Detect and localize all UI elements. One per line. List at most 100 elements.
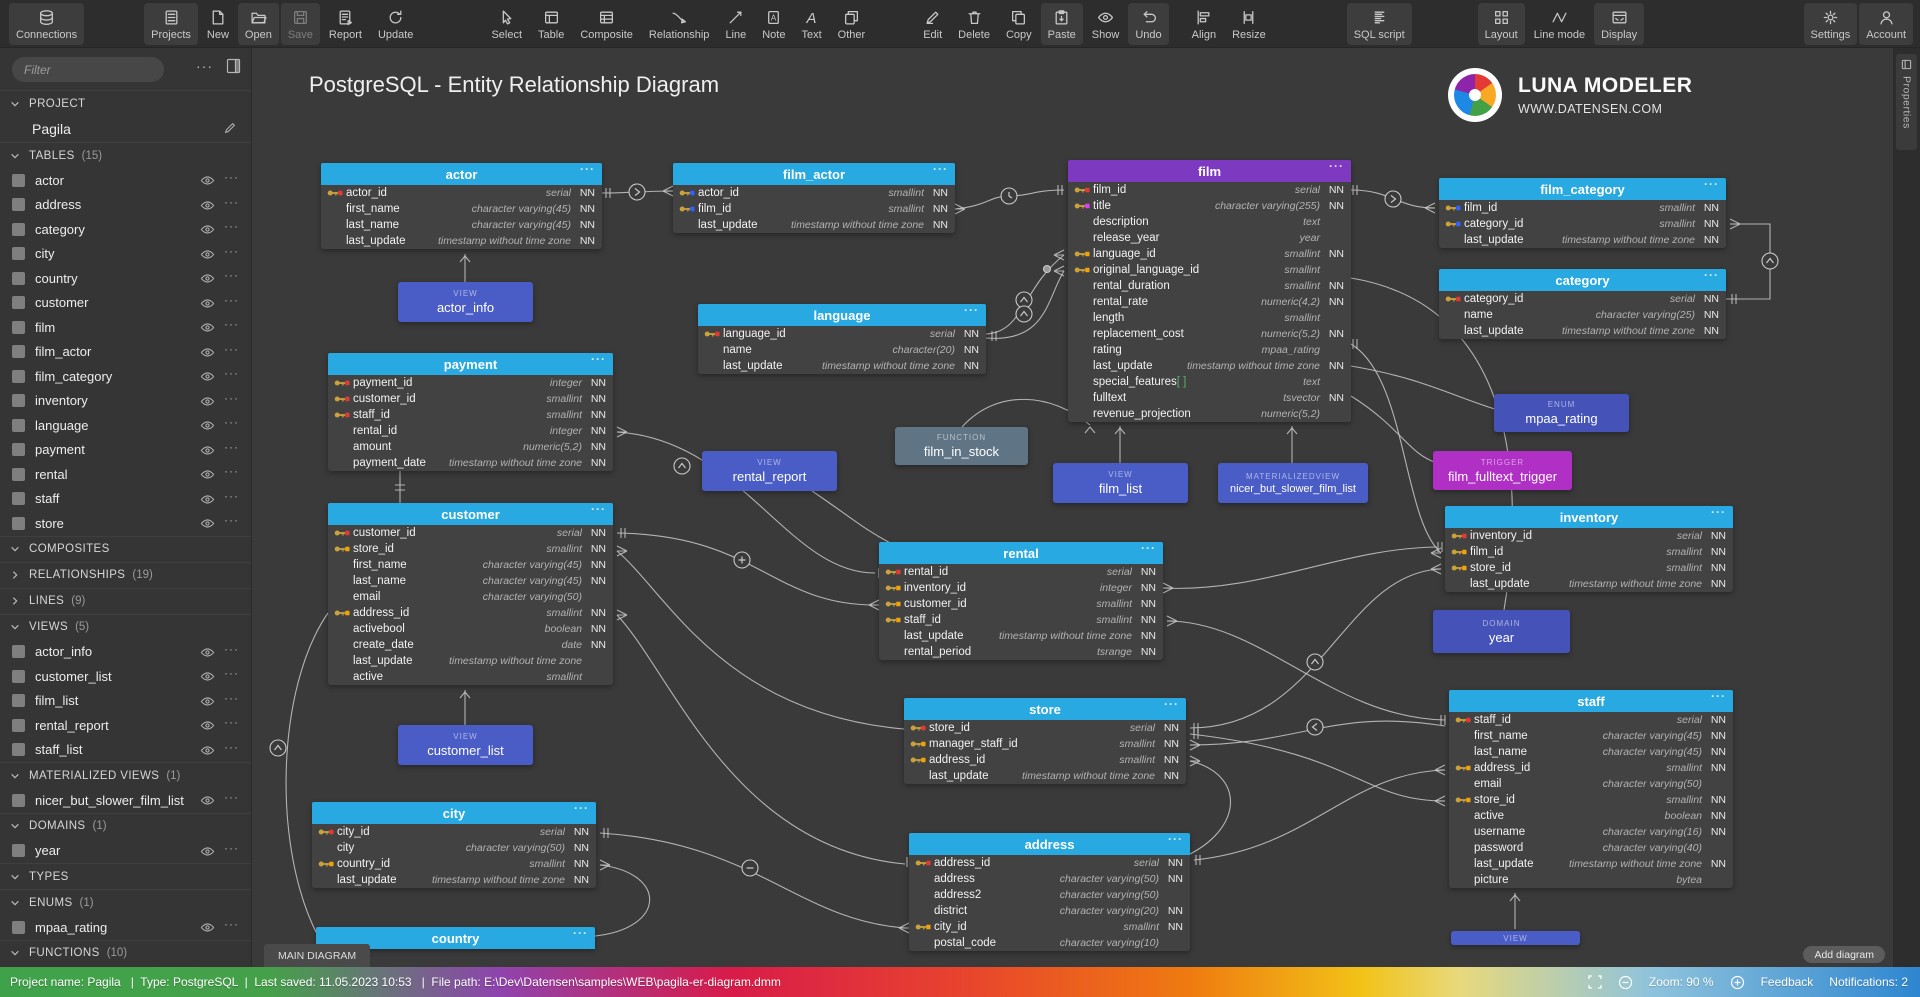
section-header[interactable]: RELATIONSHIPS(19)	[0, 563, 251, 588]
entity-menu-icon[interactable]: ···	[1164, 697, 1179, 711]
filter-menu-button[interactable]: ···	[196, 58, 213, 74]
edit-icon[interactable]	[223, 121, 237, 138]
diagram-canvas[interactable]: PostgreSQL - Entity Relationship Diagram…	[252, 48, 1893, 967]
item-menu-icon[interactable]: ···	[224, 170, 239, 184]
entity-menu-icon[interactable]: ···	[591, 352, 606, 366]
item-menu-icon[interactable]: ···	[224, 641, 239, 656]
save-button[interactable]: Save	[280, 2, 320, 45]
entity-menu-icon[interactable]: ···	[964, 303, 979, 317]
section-header[interactable]: COMPOSITES	[0, 537, 251, 562]
new-button[interactable]: New	[200, 3, 236, 45]
relationship-button[interactable]: Relationship	[642, 3, 717, 45]
projects-button[interactable]: Projects	[144, 2, 198, 45]
align-button[interactable]: Align	[1185, 3, 1223, 45]
entity-menu-icon[interactable]: ···	[580, 162, 595, 176]
tab-main-diagram[interactable]: MAIN DIAGRAM	[264, 944, 371, 967]
sidebar-item-film_actor[interactable]: film_actor···	[0, 340, 251, 365]
eye-icon[interactable]	[200, 793, 215, 811]
other-button[interactable]: Other	[831, 3, 873, 45]
section-header[interactable]: VIEWS(5)	[0, 615, 251, 640]
item-menu-icon[interactable]: ···	[224, 917, 239, 931]
entity-menu-icon[interactable]: ···	[1168, 832, 1183, 846]
eye-icon[interactable]	[200, 271, 215, 289]
paste-button[interactable]: Paste	[1040, 2, 1083, 45]
eye-icon[interactable]	[200, 222, 215, 240]
sidebar-item-inventory[interactable]: inventory···	[0, 389, 251, 414]
entity-header[interactable]: actor···	[321, 162, 602, 185]
entity-header[interactable]: address···	[909, 832, 1190, 855]
eye-icon[interactable]	[200, 467, 215, 485]
item-menu-icon[interactable]: ···	[224, 790, 239, 804]
eye-icon[interactable]	[200, 516, 215, 534]
section-header[interactable]: DOMAINS(1)	[0, 814, 251, 839]
eye-icon[interactable]	[200, 718, 215, 736]
edit-button[interactable]: Edit	[916, 3, 949, 45]
eye-icon[interactable]	[200, 492, 215, 510]
item-menu-icon[interactable]: ···	[224, 439, 239, 454]
item-menu-icon[interactable]: ···	[224, 317, 239, 331]
notifications-link[interactable]: Notifications: 2	[1829, 975, 1908, 989]
sidebar-item-actor_info[interactable]: actor_info···	[0, 640, 251, 665]
item-menu-icon[interactable]: ···	[224, 219, 239, 233]
settings-button[interactable]: Settings	[1803, 2, 1858, 45]
sidebar-item-actor[interactable]: actor···	[0, 168, 251, 193]
item-menu-icon[interactable]: ···	[224, 194, 239, 209]
entity-menu-icon[interactable]: ···	[1329, 159, 1344, 173]
section-header[interactable]: TABLES(15)	[0, 143, 251, 168]
resize-button[interactable]: Resize	[1225, 3, 1273, 45]
delete-button[interactable]: Delete	[951, 3, 997, 45]
item-menu-icon[interactable]: ···	[224, 341, 239, 356]
sidebar-item-staff[interactable]: staff···	[0, 487, 251, 512]
eye-icon[interactable]	[200, 645, 215, 663]
sidebar-item-nicer_but_slower_film_list[interactable]: nicer_but_slower_film_list···	[0, 788, 251, 813]
item-menu-icon[interactable]: ···	[224, 415, 239, 429]
eye-icon[interactable]	[200, 394, 215, 412]
sidebar-item-rental_report[interactable]: rental_report···	[0, 713, 251, 738]
eye-icon[interactable]	[200, 198, 215, 216]
add-diagram-button[interactable]: Add diagram	[1803, 946, 1885, 963]
eye-icon[interactable]	[200, 920, 215, 938]
sidebar-item-language[interactable]: language···	[0, 413, 251, 438]
sql-script-button[interactable]: SQL script	[1346, 2, 1412, 45]
section-header[interactable]: FUNCTIONS(10)	[0, 941, 251, 966]
entity-menu-icon[interactable]: ···	[1711, 505, 1726, 519]
entity-header[interactable]: language···	[698, 303, 986, 326]
sidebar-item-mpaa_rating[interactable]: mpaa_rating···	[0, 915, 251, 940]
item-menu-icon[interactable]: ···	[224, 488, 239, 503]
entity-header[interactable]: inventory···	[1445, 505, 1733, 528]
